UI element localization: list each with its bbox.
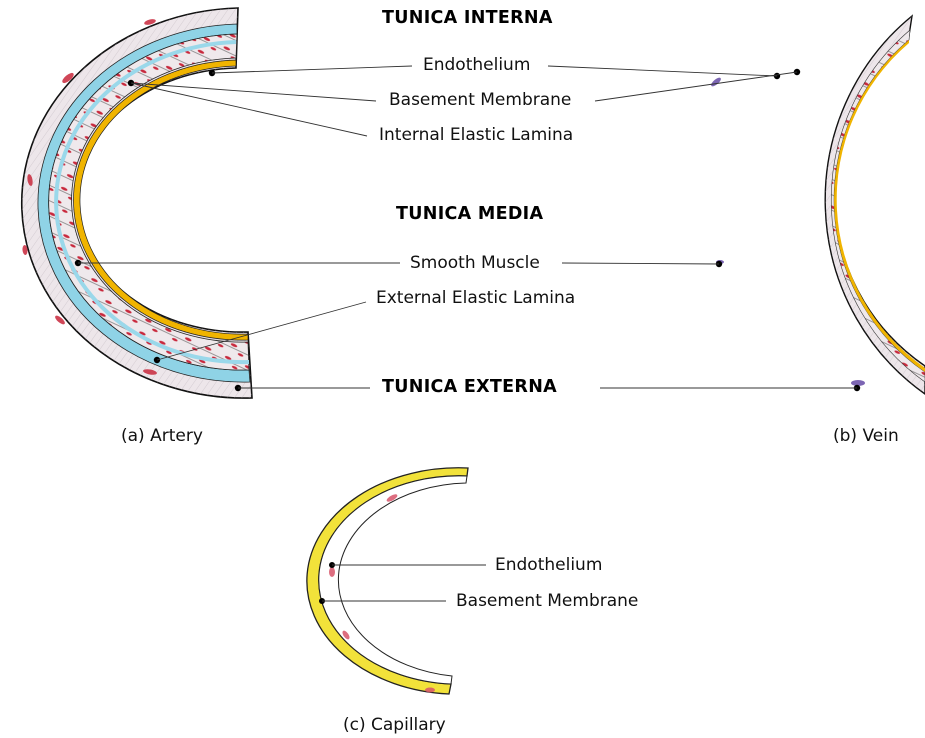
vein-elastic-lamina-layer: [834, 40, 925, 372]
heading-tunica-externa: TUNICA EXTERNA: [382, 377, 557, 397]
heading-tunica-media: TUNICA MEDIA: [396, 204, 543, 224]
caption-artery: (a) Artery: [121, 426, 203, 446]
vein-tunica-media-layer: [831, 30, 925, 382]
label-endothelium: Endothelium: [423, 55, 530, 75]
label-internal-elastic-lamina: Internal Elastic Lamina: [379, 125, 573, 145]
caption-vein: (b) Vein: [833, 426, 899, 446]
heading-tunica-interna: TUNICA INTERNA: [382, 8, 553, 28]
label-capillary-endothelium: Endothelium: [495, 555, 602, 575]
artery-drawing: [22, 8, 252, 398]
capillary-drawing: [307, 468, 468, 694]
label-basement-membrane: Basement Membrane: [389, 90, 571, 110]
caption-capillary: (c) Capillary: [343, 715, 446, 735]
label-external-elastic-lamina: External Elastic Lamina: [376, 288, 575, 308]
vein-drawing: [710, 16, 925, 394]
label-capillary-basement-membrane: Basement Membrane: [456, 591, 638, 611]
label-smooth-muscle: Smooth Muscle: [410, 253, 540, 273]
